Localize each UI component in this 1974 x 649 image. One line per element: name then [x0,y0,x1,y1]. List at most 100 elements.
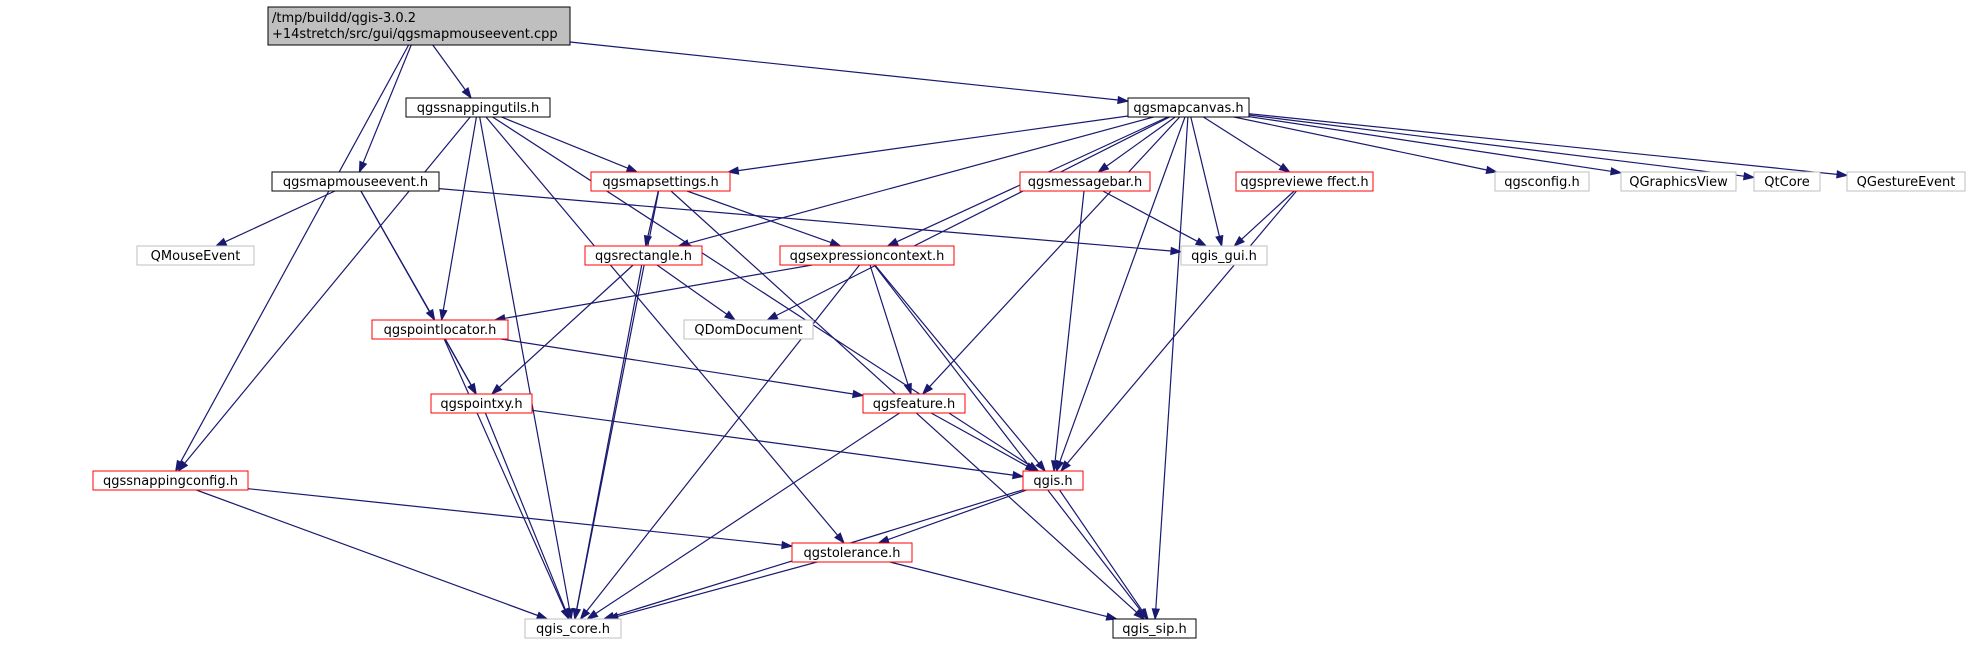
node-qgissip[interactable]: qgis_sip.h [1112,618,1197,639]
node-qgiscore[interactable]: qgis_core.h [524,618,622,639]
node-qmouseevent[interactable]: QMouseEvent [136,245,255,266]
node-label-qgestureevent: QGestureEvent [1857,175,1956,190]
node-box-qgisgui [1180,245,1268,266]
node-feature[interactable]: qgsfeature.h [862,393,966,414]
node-label-qmouseevent: QMouseEvent [151,249,241,264]
edge-mapcanvas-to-qdomdocument [776,116,1170,317]
edge-qgis-to-qgissip [1059,489,1143,612]
edge-mapmouseevent-to-qgisgui [438,188,1172,252]
edge-mapsettings-to-exprcontext [686,190,832,244]
node-box-mapcanvas [1127,97,1250,118]
node-label-mapcanvas: qgsmapcanvas.h [1133,101,1243,116]
arrowhead-mapsettings-to-exprcontext [829,238,842,247]
node-box-previeweffect [1235,171,1374,192]
edge-snappingutils-to-tolerance [485,116,839,536]
node-label-root: /tmp/buildd/qgis-3.0.2 [272,11,416,26]
edge-feature-to-qgis [930,412,1028,467]
edge-mapcanvas-to-rectangle [687,116,1154,244]
node-label-mapsettings: qgsmapsettings.h [602,175,718,190]
arrowhead-snappingutils-to-mapsettings [625,164,639,173]
arrowhead-exprcontext-to-qgiscore [579,608,591,621]
node-box-pointxy [430,393,533,414]
arrowhead-previeweffect-to-qgisgui [1233,235,1245,248]
node-messagebar[interactable]: qgsmessagebar.h [1019,171,1151,192]
edge-exprcontext-to-feature [869,264,909,385]
node-rectangle[interactable]: qgsrectangle.h [584,245,703,266]
edge-root-to-mapcanvas [569,41,1119,101]
node-qgis[interactable]: qgis.h [1022,470,1084,491]
edge-pointlocator-to-feature [500,338,854,395]
edge-mapcanvas-to-qtcore [1248,114,1745,177]
node-box-exprcontext [779,245,955,266]
edge-root-to-mapmouseevent [362,44,412,163]
arrowhead-rectangle-to-pointxy [490,383,503,396]
arrowhead-pointlocator-to-feature [851,389,865,399]
edge-snappingutils-to-pointlocator [442,116,477,311]
arrowhead-snappingutils-to-tolerance [834,532,845,545]
node-snappingutils[interactable]: qgssnappingutils.h [405,97,551,118]
edge-exprcontext-to-qgiscore [586,264,860,612]
arrowhead-mapcanvas-to-mapsettings [726,166,740,175]
arrowhead-tolerance-to-qgissip [1105,612,1119,621]
node-snappingconfig[interactable]: qgssnappingconfig.h [92,470,249,491]
node-box-pointlocator [371,319,509,340]
node-pointlocator[interactable]: qgspointlocator.h [371,319,509,340]
node-box-qgissip [1112,618,1197,639]
arrowhead-exprcontext-to-qgis [1035,460,1047,473]
arrowhead-mapcanvas-to-previeweffect [1278,162,1291,173]
graph-nodes: /tmp/buildd/qgis-3.0.2+14stretch/src/gui… [92,6,1966,639]
edge-mapcanvas-to-mapsettings [738,115,1129,172]
node-qgraphicsview[interactable]: QGraphicsView [1620,171,1737,192]
node-label-feature: qgsfeature.h [873,397,956,412]
arrowhead-mapcanvas-to-messagebar [1097,162,1110,173]
edge-exprcontext-to-pointlocator [504,264,813,319]
node-label-snappingutils: qgssnappingutils.h [417,101,540,116]
edge-pointxy-to-qgis [531,409,1014,476]
node-qgsconfig[interactable]: qgsconfig.h [1494,171,1590,192]
arrowhead-mapcanvas-to-exprcontext [886,237,899,247]
edge-rectangle-to-qgiscore [576,264,643,610]
node-mapsettings[interactable]: qgsmapsettings.h [590,171,731,192]
node-box-qgiscore [524,618,622,639]
edge-snappingutils-to-mapsettings [501,116,629,169]
node-qgisgui[interactable]: qgis_gui.h [1180,245,1268,266]
arrowhead-mapcanvas-to-qgissip [1151,608,1161,621]
node-qgestureevent[interactable]: QGestureEvent [1846,171,1966,192]
node-box-snappingconfig [92,470,249,491]
node-qdomdocument[interactable]: QDomDocument [683,319,814,340]
edge-feature-to-qgiscore [595,412,900,615]
node-mapcanvas[interactable]: qgsmapcanvas.h [1127,97,1250,118]
arrowhead-exprcontext-to-feature [903,382,912,396]
node-box-tolerance [791,542,913,563]
arrowhead-pointlocator-to-pointxy [467,382,477,396]
node-pointxy[interactable]: qgspointxy.h [430,393,533,414]
edge-snappingconfig-to-qgiscore [196,489,539,617]
node-exprcontext[interactable]: qgsexpressioncontext.h [779,245,955,266]
node-label-qgraphicsview: QGraphicsView [1629,175,1728,190]
edge-snappingutils-to-qgiscore [479,116,571,610]
node-box-root [267,6,571,46]
node-mapmouseevent[interactable]: qgsmapmouseevent.h [271,171,440,192]
arrowhead-messagebar-to-qgisgui [1194,237,1208,247]
arrowhead-root-to-snappingutils [461,86,472,100]
arrowhead-mapcanvas-to-qgraphicsview [1610,167,1623,176]
arrowhead-snappingutils-to-snappingconfig [177,460,189,473]
node-box-snappingutils [405,97,551,118]
node-tolerance[interactable]: qgstolerance.h [791,542,913,563]
node-label-previeweffect: qgspreviewe ffect.h [1240,175,1368,190]
node-root[interactable]: /tmp/buildd/qgis-3.0.2+14stretch/src/gui… [267,6,571,46]
arrowhead-mapmouseevent-to-qgisgui [1170,246,1183,256]
arrowhead-rectangle-to-qdomdocument [723,310,737,321]
arrowhead-qgis-to-qgissip [1138,607,1149,621]
edge-pointlocator-to-pointxy [444,338,472,386]
node-qtcore[interactable]: QtCore [1753,171,1821,192]
edge-root-to-snappingutils [432,44,466,91]
node-box-qgis [1022,470,1084,491]
edge-mapcanvas-to-qgsconfig [1233,116,1487,171]
node-label-qgissip: qgis_sip.h [1122,622,1186,637]
node-box-qgestureevent [1846,171,1966,192]
arrowhead-root-to-mapmouseevent [358,160,368,174]
node-previeweffect[interactable]: qgspreviewe ffect.h [1235,171,1374,192]
arrowhead-mapmouseevent-to-qmouseevent [214,237,228,247]
arrowhead-mapcanvas-to-qtcore [1743,171,1756,181]
